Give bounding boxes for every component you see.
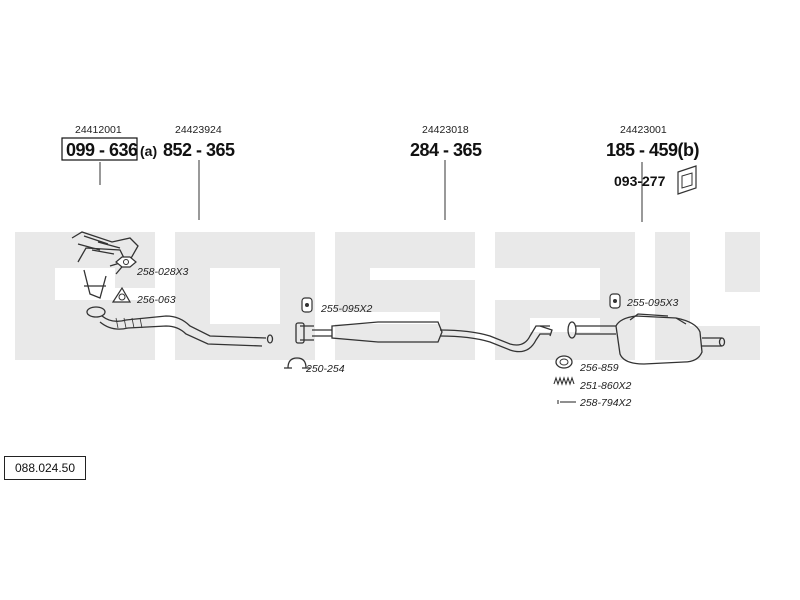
hardware-label-7[interactable]: 251-860X2 [579, 380, 632, 392]
oem-number-4: 24423001 [620, 124, 667, 136]
hardware-label-6[interactable]: 256-859 [579, 362, 619, 374]
rubber-hanger-icon-2 [609, 293, 621, 309]
part-number-3[interactable]: 284 - 365 [410, 140, 483, 160]
reference-number: 088.024.50 [4, 456, 86, 480]
hardware-label-4[interactable]: 250-254 [305, 363, 345, 375]
rubber-hanger-icon [301, 297, 313, 313]
bolt-icon [557, 400, 576, 404]
spring-icon [553, 376, 575, 386]
middle-section [295, 321, 553, 353]
pipe-clamp-icon [284, 357, 310, 369]
part-number-4[interactable]: 185 - 459(b) [606, 140, 700, 160]
hardware-label-2[interactable]: 256-063 [136, 294, 176, 306]
oem-number-1: 24412001 [75, 124, 122, 136]
gasket-ring-icon [111, 286, 132, 303]
part-number-1[interactable]: 099 - 636 [66, 140, 139, 160]
oem-number-3: 24423018 [422, 124, 469, 136]
part-suffix-1: (a) [140, 143, 157, 159]
bracket-icon [677, 165, 697, 195]
hardware-label-8[interactable]: 258-794X2 [579, 397, 632, 409]
watermark-logo [15, 232, 760, 360]
part-box-1 [61, 137, 138, 161]
hardware-label-1[interactable]: 258-028X3 [136, 266, 189, 278]
hex-nut-icon [115, 256, 137, 268]
rear-silencer [567, 313, 726, 365]
part-number-2[interactable]: 852 - 365 [163, 140, 236, 160]
hardware-label-5[interactable]: 255-095X3 [626, 297, 679, 309]
flange-gasket-icon [555, 355, 573, 369]
hardware-label-3[interactable]: 255-095X2 [320, 303, 373, 315]
oem-number-2: 24423924 [175, 124, 222, 136]
front-pipe [86, 306, 274, 347]
heat-shield-part-number[interactable]: 093-277 [614, 173, 666, 189]
